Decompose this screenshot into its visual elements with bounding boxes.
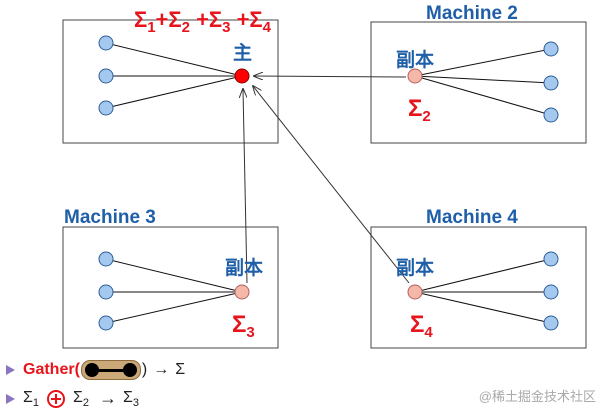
arrow-m4-to-master [253,86,410,284]
machine-3-sigma: Σ3 [232,311,255,341]
machine-3-title: Machine 3 [64,207,156,228]
machine-2-title: Machine 2 [426,3,518,24]
node-m1-b [98,68,114,84]
gather-open-paren: ( [74,361,80,378]
node-m3-c [98,315,114,331]
machine-2-sigma: Σ2 [408,95,431,125]
replica-node-m2 [407,68,423,84]
machine-2-edges [414,48,552,116]
worker-nodes [98,35,559,331]
node-m1-c [98,100,114,116]
replica-node-m4 [407,284,423,300]
bullet-triangle-icon [6,365,15,375]
machine-4-edges [414,258,552,324]
bullet-triangle-icon [6,393,15,404]
node-m2-b [543,75,559,91]
machine-4-title: Machine 4 [426,207,518,228]
replica-node-m3 [234,284,250,300]
arrow-m3-to-master [243,89,248,284]
machine-3-edges [105,258,243,324]
gather-link-icon [80,360,141,380]
node-m4-c [543,315,559,331]
node-m4-b [543,284,559,300]
sum-arrow: → [99,388,118,408]
sum-term-3: Σ3 [123,388,140,409]
machine-4-role-label: 副本 [396,257,435,279]
sum-term-1: Σ1 [23,388,40,409]
machine-3-role-label: 副本 [225,257,264,279]
node-m3-b [98,284,114,300]
node-m1-a [98,35,114,51]
arrow-m2-to-master [254,76,407,77]
watermark: @稀土掘金技术社区 [478,389,596,404]
gather-arrow: → [153,361,170,378]
gather-result: Σ [175,361,186,378]
node-m4-a [543,251,559,267]
gather-arrows [243,76,410,284]
node-m2-c [543,107,559,123]
machine-2-role-label: 副本 [396,49,435,71]
oplus-icon [47,389,66,408]
master-role-label: 主 [233,42,253,64]
legend-gather-row: Gather() → Σ [6,360,185,380]
machine-4-sigma: Σ4 [410,311,433,341]
node-m3-a [98,251,114,267]
master-sum-label: Σ1+Σ2 +Σ3 +Σ4 [134,7,271,36]
sum-term-2: Σ2 [73,388,90,409]
gather-close-paren: ) [141,361,148,378]
legend-sum-row: Σ1 Σ2 → Σ3 [6,388,139,409]
gather-label: Gather [23,361,75,378]
machine-1-edges [105,42,243,109]
master-node [234,68,250,84]
node-m2-a [543,41,559,57]
